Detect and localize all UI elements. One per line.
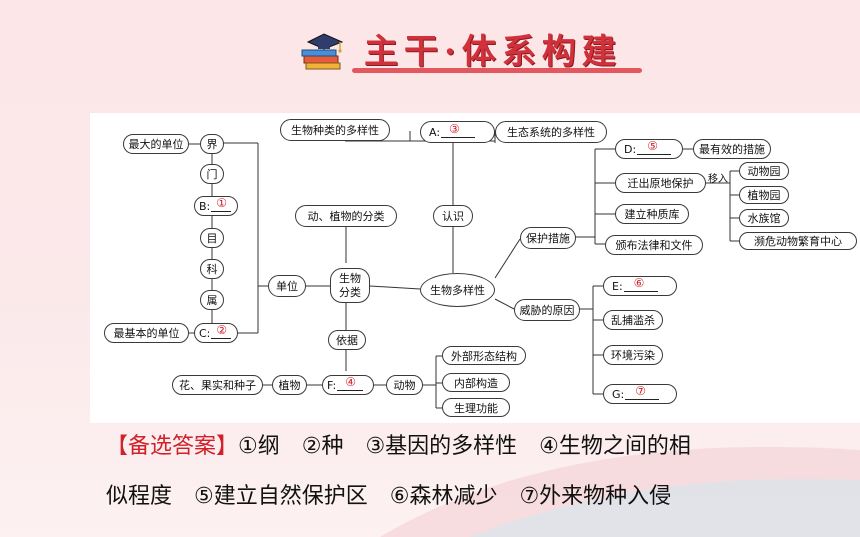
f-answer: ④ (345, 375, 356, 389)
basis-box: 依据 (328, 330, 366, 350)
answer-section: 【备选答案】①纲 ②种 ③基因的多样性 ④生物之间的相 似程度 ⑤建立自然保护区… (0, 424, 860, 537)
d-answer: ⑤ (647, 139, 658, 153)
answers-line-1: 【备选答案】①纲 ②种 ③基因的多样性 ④生物之间的相 (106, 428, 691, 460)
connector-lines (189, 131, 739, 409)
f-blank: ④ (337, 375, 364, 391)
gene-diversity-box: A: ③ (420, 121, 495, 143)
taxon-order: 目 (200, 228, 224, 248)
f-box: F: ④ (322, 375, 374, 395)
gene-bank-box: 建立种质库 (615, 204, 689, 224)
g-box: G: ⑦ (603, 384, 677, 404)
bio-classify-box: 生物 分类 (330, 268, 370, 303)
c-answer: ② (216, 323, 228, 337)
f-prefix: F: (327, 378, 337, 392)
bio-classify-line2: 分类 (339, 285, 361, 299)
b-answer: ① (216, 196, 228, 210)
smallest-unit-box: 最基本的单位 (104, 323, 189, 343)
plant-box: 植物 (272, 375, 307, 395)
center-biodiversity-node: 生物多样性 (420, 273, 495, 307)
place-zoo: 动物园 (739, 162, 789, 180)
answers-text-2: 似程度 ⑤建立自然保护区 ⑥森林减少 ⑦外来物种入侵 (106, 484, 672, 509)
animal-physiology: 生理功能 (442, 398, 510, 417)
b-blank: ① (211, 196, 232, 212)
g-blank: ⑦ (625, 384, 660, 400)
a-blank: ③ (441, 122, 476, 138)
place-breeding-center: 濒危动物繁育中心 (739, 232, 857, 250)
move-in-label: 移入 (708, 174, 728, 185)
pollution-box: 环境污染 (603, 345, 663, 365)
threats-box: 威胁的原因 (514, 299, 580, 321)
place-botanical-garden: 植物园 (739, 186, 789, 204)
c-blank: ② (211, 323, 232, 339)
animal-external-structure: 外部形态结构 (442, 346, 526, 365)
ex-situ-box: 迁出原地保护 (615, 173, 706, 193)
taxon-b: B: ① (194, 196, 238, 216)
header: 主干·体系构建 (292, 18, 652, 78)
c-prefix: C: (199, 326, 211, 340)
taxon-phylum: 门 (200, 164, 224, 184)
animal-internal-structure: 内部构造 (442, 373, 510, 392)
e-prefix: E: (612, 279, 623, 293)
a-prefix: A: (429, 125, 441, 139)
bio-classify-line1: 生物 (339, 271, 361, 285)
place-aquarium: 水族馆 (739, 209, 789, 227)
overhunt-box: 乱捕滥杀 (603, 310, 663, 330)
answers-heading: 【备选答案】 (106, 434, 239, 459)
g-prefix: G: (612, 387, 625, 401)
classification-box: 动、植物的分类 (295, 205, 397, 227)
species-diversity-box: 生物种类的多样性 (280, 119, 390, 141)
most-effective-box: 最有效的措施 (693, 139, 771, 159)
b-prefix: B: (199, 199, 211, 213)
taxon-c: C: ② (194, 323, 238, 343)
g-answer: ⑦ (635, 384, 646, 398)
graduation-cap-books-icon (301, 33, 344, 70)
unit-box: 单位 (268, 275, 306, 297)
e-box: E: ⑥ (603, 276, 677, 296)
d-blank: ⑤ (637, 139, 672, 155)
animal-box: 动物 (386, 375, 423, 395)
concept-map: 生物种类的多样性 A: ③ 生态系统的多样性 认识 动、植物的分类 生物多样性 … (90, 113, 860, 423)
answers-line-2: 似程度 ⑤建立自然保护区 ⑥森林减少 ⑦外来物种入侵 (106, 478, 671, 510)
page-title: 主干·体系构建 (364, 32, 622, 72)
d-box: D: ⑤ (615, 139, 683, 159)
recognize-box: 认识 (433, 205, 473, 227)
plant-basis-box: 花、果实和种子 (172, 375, 263, 395)
e-answer: ⑥ (633, 276, 645, 290)
protection-box: 保护措施 (520, 227, 576, 249)
laws-box: 颁布法律和文件 (605, 235, 703, 255)
title-underline (352, 68, 642, 73)
taxon-genus: 属 (200, 290, 224, 310)
taxon-family: 科 (200, 259, 224, 279)
taxon-kingdom: 界 (200, 134, 224, 154)
a-answer: ③ (449, 122, 460, 136)
d-prefix: D: (624, 142, 637, 156)
ecosystem-diversity-box: 生态系统的多样性 (495, 121, 607, 143)
largest-unit-box: 最大的单位 (123, 134, 189, 154)
e-blank: ⑥ (623, 276, 658, 292)
answers-text-1: ①纲 ②种 ③基因的多样性 ④生物之间的相 (238, 434, 691, 459)
